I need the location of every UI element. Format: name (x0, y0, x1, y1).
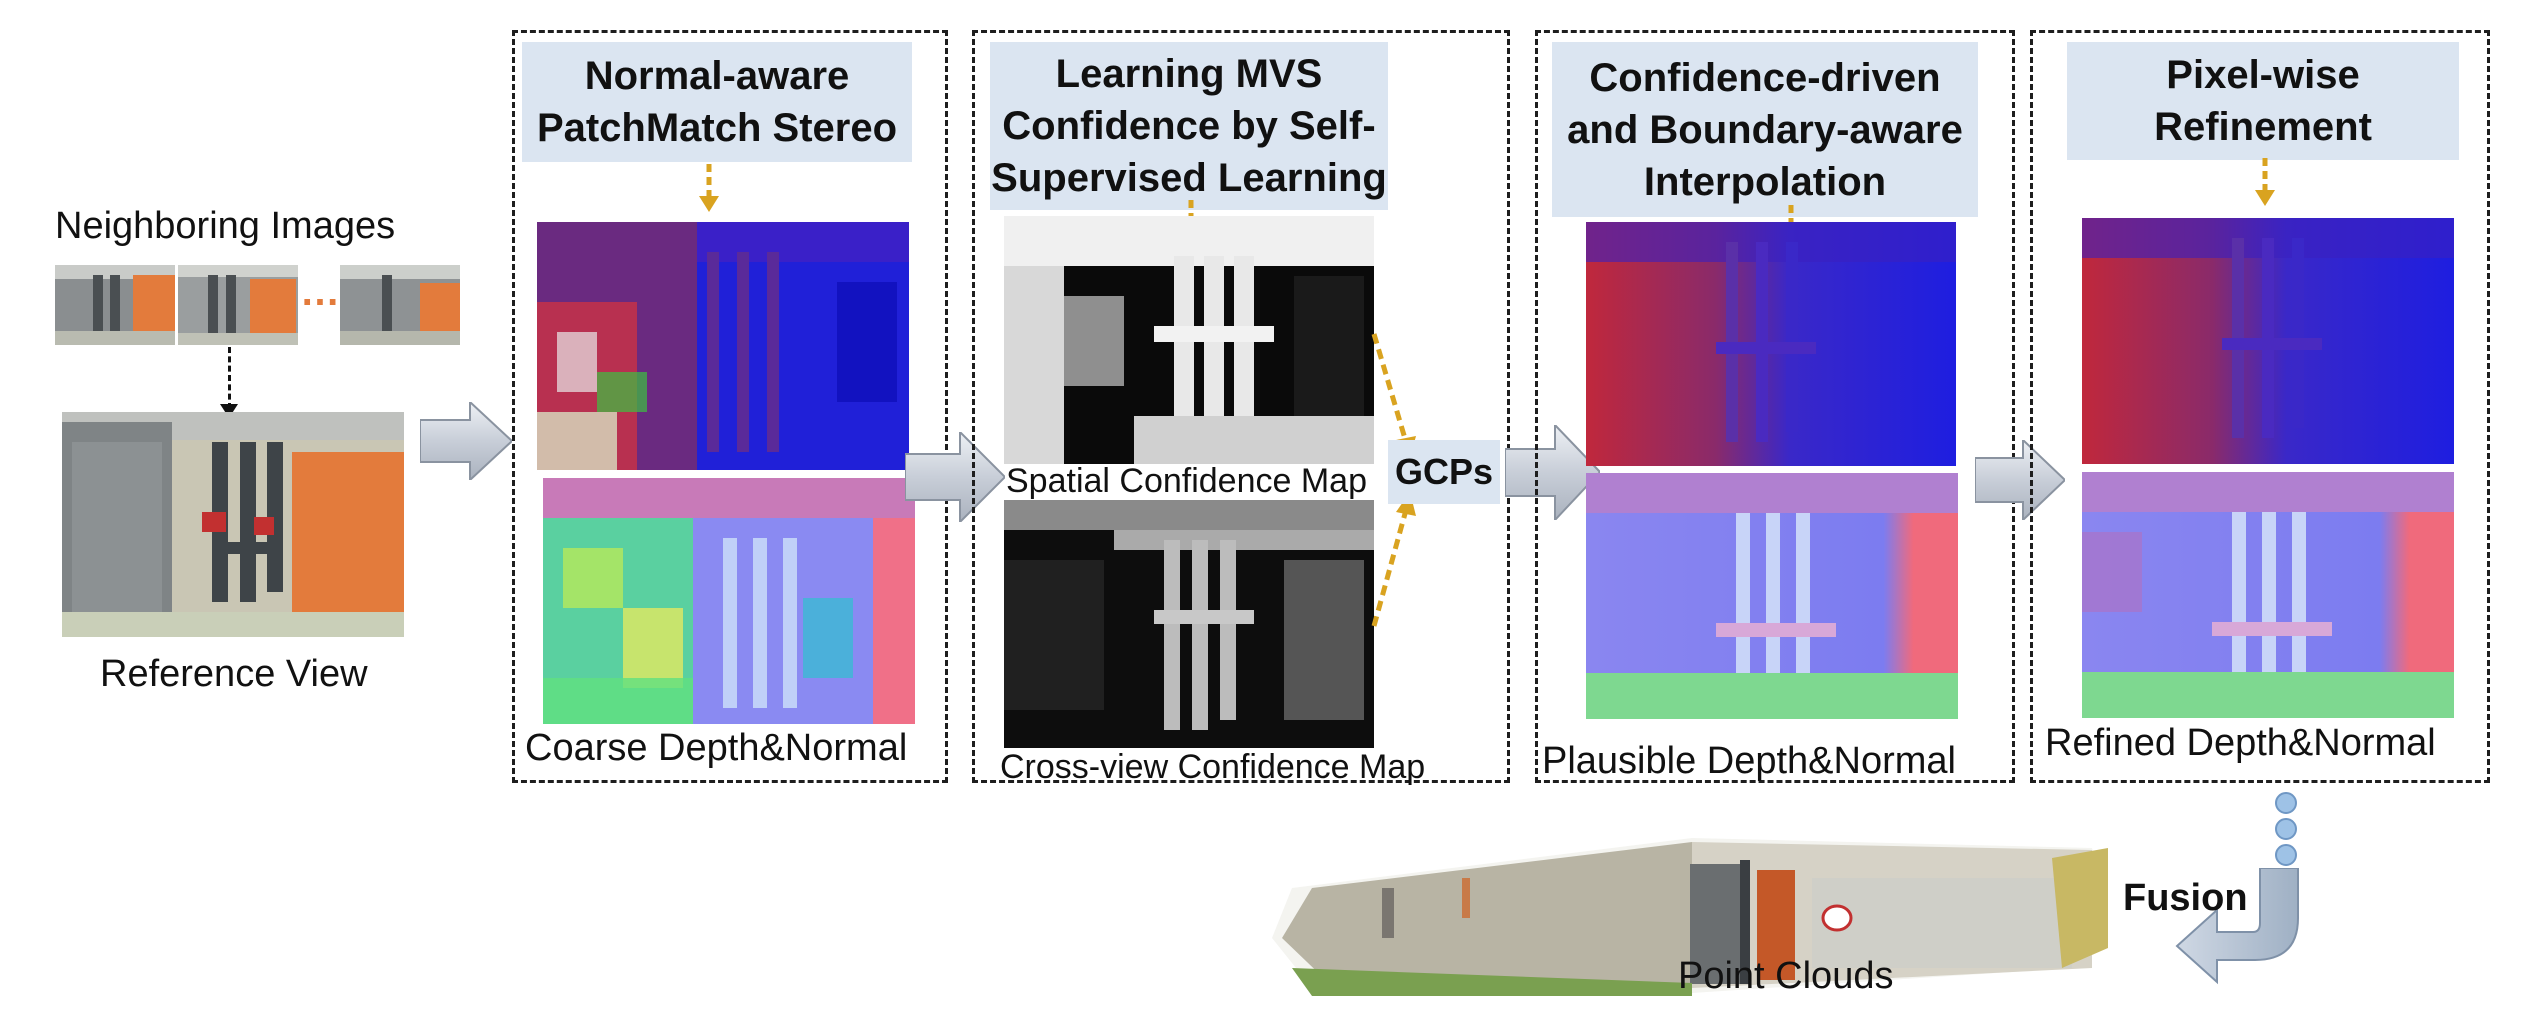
stage4-panel (2030, 30, 2490, 783)
stage4-gold-arrow (2255, 158, 2275, 206)
fusion-dot-3 (2275, 844, 2297, 866)
stage4-refined-normal-map (2082, 472, 2454, 718)
crossview-confidence-map (1004, 500, 1374, 748)
arrow-to-stage3 (1505, 425, 1600, 520)
stage2-panel (972, 30, 1510, 783)
fusion-dot-1 (2275, 792, 2297, 814)
arrow-to-stage2 (905, 432, 1005, 522)
neighbor-to-reference-connector (228, 347, 231, 409)
stage4-refined-depth-map (2082, 218, 2454, 464)
stage4-title: Pixel-wise Refinement (2067, 42, 2459, 160)
stage3-caption: Plausible Depth&Normal (1542, 740, 1956, 782)
stage1-caption: Coarse Depth&Normal (525, 727, 908, 769)
crossview-confidence-label: Cross-view Confidence Map (1000, 748, 1426, 786)
arrow-to-stage1 (420, 402, 512, 480)
point-clouds-label: Point Clouds (1678, 955, 1894, 997)
stage1-gold-arrow (699, 164, 719, 212)
neighbor-image-2 (178, 265, 298, 345)
connector-arrowhead (220, 404, 238, 418)
stage1-panel (512, 30, 948, 783)
stage1-coarse-normal-map (543, 478, 915, 724)
gcps-box: GCPs (1388, 440, 1500, 504)
reference-view-image (62, 412, 404, 637)
stage3-panel (1535, 30, 2015, 783)
stage2-title: Learning MVS Confidence by Self-Supervis… (990, 42, 1388, 210)
stage3-title: Confidence-driven and Boundary-aware Int… (1552, 42, 1978, 217)
neighbor-image-n (340, 265, 460, 345)
spatial-confidence-label: Spatial Confidence Map (1006, 462, 1368, 500)
stage4-caption: Refined Depth&Normal (2045, 722, 2436, 764)
spatial-confidence-map (1004, 216, 1374, 464)
fusion-arrow (2175, 868, 2299, 985)
fusion-dot-2 (2275, 818, 2297, 840)
crossview-to-gcps-arrow (1371, 492, 1416, 627)
stage3-plausible-depth-map (1586, 222, 1956, 466)
stage1-title: Normal-aware PatchMatch Stereo (522, 42, 912, 162)
point-cloud-image (1272, 818, 2110, 998)
arrow-to-stage4 (1975, 440, 2065, 520)
reference-view-label: Reference View (100, 653, 368, 695)
stage3-plausible-normal-map (1586, 473, 1958, 719)
stage1-coarse-depth-map (537, 222, 909, 470)
neighboring-images-label: Neighboring Images (55, 205, 396, 247)
fusion-label: Fusion (2123, 877, 2248, 919)
neighbor-image-1 (55, 265, 175, 345)
